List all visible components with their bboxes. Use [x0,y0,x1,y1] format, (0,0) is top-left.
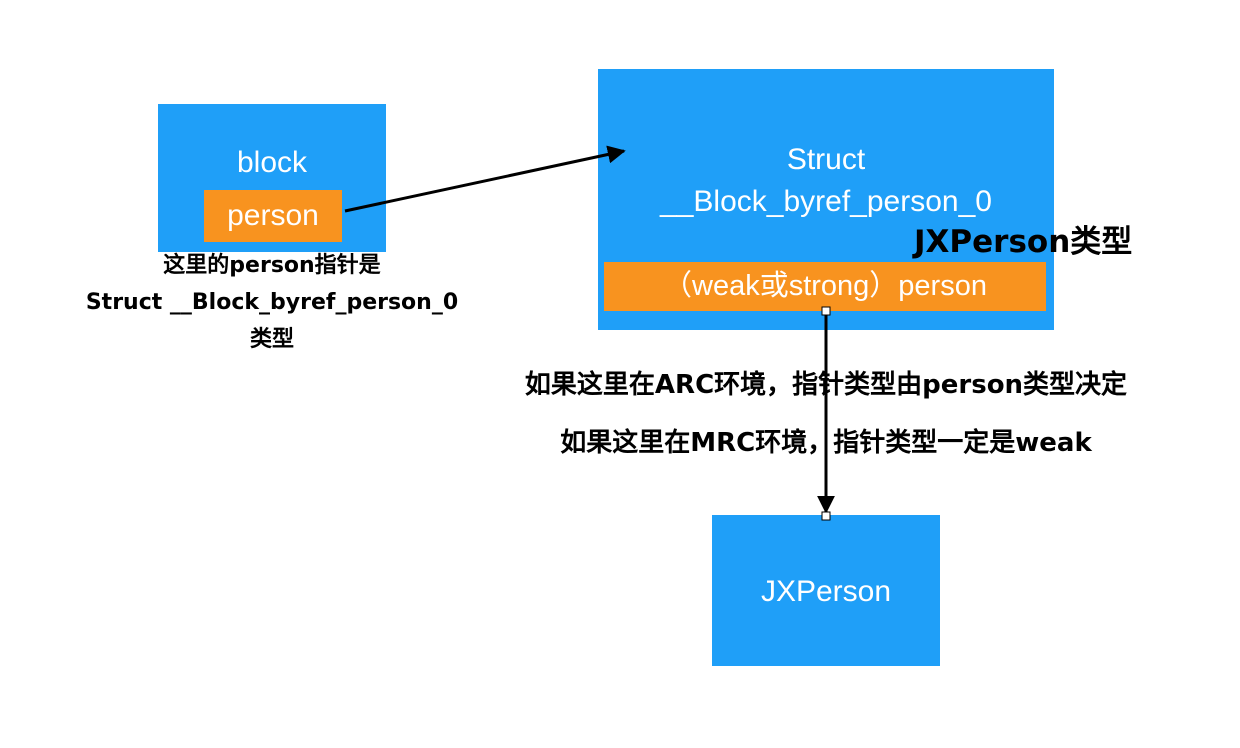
block-title: block [236,146,308,179]
arc-note: 如果这里在ARC环境，指针类型由person类型决定 [524,370,1128,400]
struct-person-field: （weak或strong）person [604,262,1046,311]
struct-type-label: JXPerson类型 [914,224,1133,260]
block-note-line-2: Struct __Block_byref_person_0 [85,290,459,315]
mrc-note: 如果这里在MRC环境，指针类型一定是weak [560,428,1092,458]
struct-title-line-2: __Block_byref_person_0 [660,185,992,218]
struct-title-line-1: Struct [786,143,866,176]
block-note-line-1: 这里的person指针是 [163,253,381,278]
jxperson-title: JXPerson [760,575,892,608]
jxperson-box: JXPerson [712,515,940,666]
block-person-field: person [204,190,342,242]
block-note-line-3: 类型 [249,327,294,352]
block-to-struct-arrow [344,145,626,213]
